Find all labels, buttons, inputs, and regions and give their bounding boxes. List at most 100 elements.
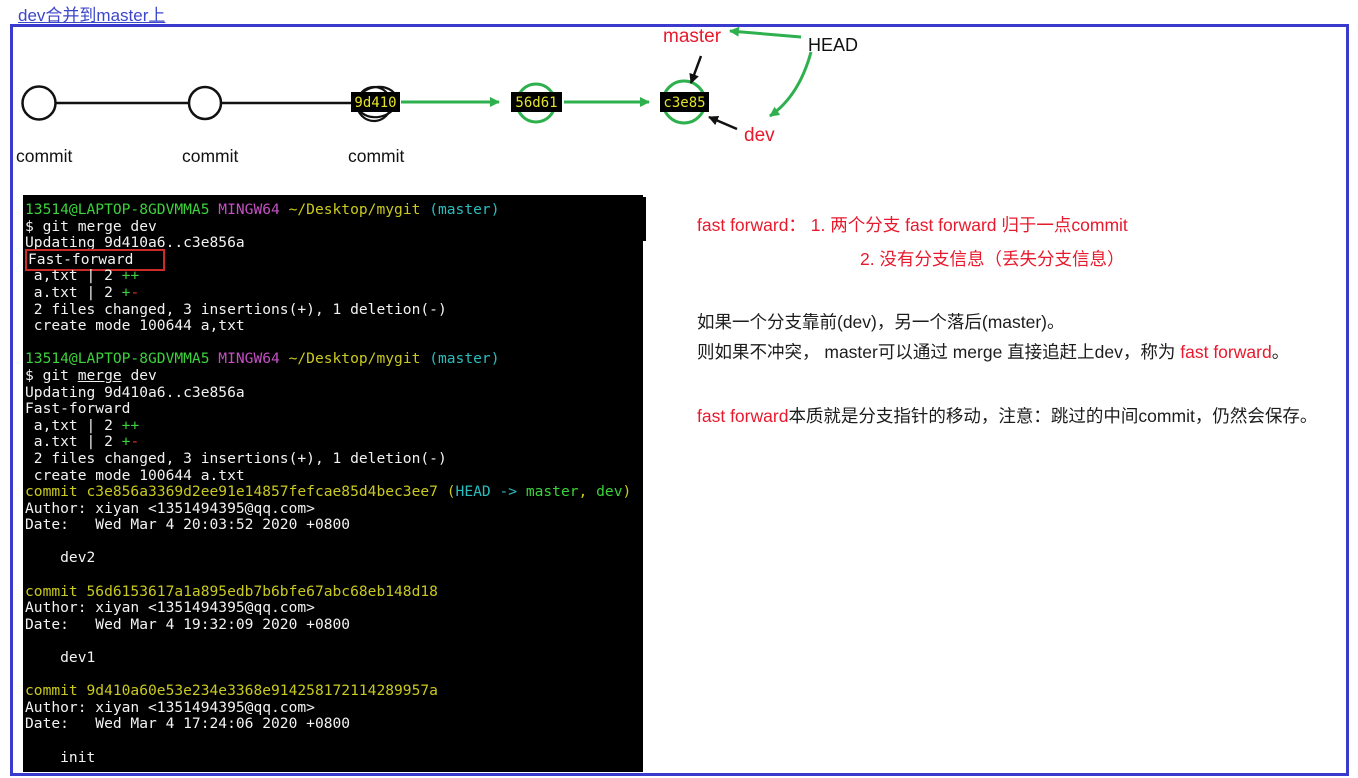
text-segment: Date: Wed Mar 4 19:32:09 2020 +0800 [25, 615, 351, 633]
terminal-line: Date: Wed Mar 4 20:03:52 2020 +0800 [25, 516, 643, 534]
commit-caption-3: commit [348, 146, 405, 166]
text-segment: Fast-forward [25, 400, 131, 418]
text-segment: dev1 [25, 649, 96, 667]
terminal-line: a,txt | 2 ++ [25, 268, 643, 285]
terminal-line: a,txt | 2 ++ [25, 416, 643, 435]
terminal-line: $ git merge dev [25, 217, 643, 236]
text-segment: fast forward： 1. 两个分支 fast forward 归于一点c… [697, 215, 1128, 235]
text-segment: - [130, 283, 140, 301]
commit-caption-1: commit [16, 146, 73, 166]
text-segment: Date: Wed Mar 4 17:24:06 2020 +0800 [25, 715, 351, 733]
text-segment: commit 9d410a60e53e234e3368e914258172114… [25, 682, 438, 700]
text-segment: create mode 100644 a,txt [25, 317, 245, 335]
text-segment: Updating 9d410a6..c3e856a [25, 234, 245, 252]
terminal-line: Fast-forward [25, 400, 643, 418]
text-segment: create mode 100644 a.txt [25, 466, 245, 484]
text-segment: 2 files changed, 3 insertions(+), 1 dele… [25, 449, 447, 467]
terminal-line: create mode 100644 a.txt [25, 466, 643, 485]
text-segment: $ git [25, 366, 78, 384]
text-segment: HEAD -> [455, 483, 526, 501]
commit-history-line [21, 85, 398, 123]
terminal-line [25, 733, 643, 750]
commit-node-2 [187, 85, 223, 121]
text-segment: (master) [429, 350, 500, 368]
branch-pointers: master HEAD dev [663, 26, 858, 146]
text-segment: $ git merge dev [25, 217, 157, 235]
commit-node-1 [21, 85, 57, 121]
screenshot-artifact-line [643, 197, 646, 241]
text-segment: , [578, 483, 597, 501]
text-segment: a.txt | 2 [25, 433, 122, 451]
terminal-line: Updating 9d410a6..c3e856a [25, 234, 643, 252]
text-segment: ~/Desktop/mygit [288, 201, 430, 218]
hash-label-2: 56d61 [515, 95, 557, 111]
text-segment: ) [622, 483, 632, 501]
note-branch-ahead: 如果一个分支靠前(dev)，另一个落后(master)。 [697, 309, 1065, 334]
terminal-line [25, 567, 643, 584]
terminal-line: commit c3e856a3369d2ee91e14857fefcae85d4… [25, 483, 643, 501]
text-segment: MINGW64 [218, 350, 289, 368]
note-merge-catchup: 则如果不冲突， master可以通过 merge 直接追赶上dev，称为 fas… [697, 339, 1289, 364]
dev-branch-label: dev [744, 125, 775, 146]
text-segment: 2. 没有分支信息（丢失分支信息） [860, 249, 1125, 269]
commit-caption-2: commit [182, 146, 239, 166]
text-segment: 2 files changed, 3 insertions(+), 1 dele… [25, 300, 447, 318]
text-segment: master [525, 483, 579, 501]
text-segment: Updating 9d410a6..c3e856a [25, 383, 245, 401]
head-to-master-arrow [729, 26, 802, 39]
text-segment: fast forward [697, 406, 789, 426]
text-segment: commit 56d6153617a1a895edb7b6bfe67abc68e… [25, 582, 438, 600]
terminal-line: Author: xiyan <1351494395@qq.com> [25, 599, 643, 617]
terminal-line: 2 files changed, 3 insertions(+), 1 dele… [25, 449, 643, 468]
hash-label-bg-1 [351, 92, 400, 112]
terminal-line: 13514@LAPTOP-8GDVMMA5 MINGW64 ~/Desktop/… [25, 201, 643, 219]
text-segment: Date: Wed Mar 4 20:03:52 2020 +0800 [25, 516, 351, 534]
terminal-line: 2 files changed, 3 insertions(+), 1 dele… [25, 300, 643, 319]
hash-label-bg-2 [511, 92, 562, 112]
text-segment: dev [596, 483, 623, 501]
hash-label-bg-3 [660, 92, 709, 112]
terminal-line: dev2 [25, 550, 643, 567]
text-segment: fast forward [1180, 342, 1272, 362]
terminal-line: Author: xiyan <1351494395@qq.com> [25, 699, 643, 717]
text-segment: + [121, 433, 131, 451]
hash-labels: 9d410 56d61 c3e85 [351, 92, 709, 112]
text-segment: (master) [429, 201, 500, 218]
text-segment: 如果一个分支靠前(dev)，另一个落后(master)。 [697, 312, 1065, 332]
text-segment: ++ [121, 416, 140, 434]
terminal-line [25, 335, 643, 352]
master-to-node-arrow [689, 55, 703, 84]
text-segment: Author: xiyan <1351494395@qq.com> [25, 499, 315, 517]
text-segment: dev2 [25, 549, 96, 567]
text-segment: a,txt | 2 [25, 267, 122, 285]
text-segment: ++ [121, 267, 140, 285]
commit-graph-diagram: 9d410 56d61 c3e85 master HEAD dev commit… [16, 26, 858, 166]
text-segment: a.txt | 2 [25, 283, 122, 301]
master-branch-label: master [663, 26, 722, 47]
note-fast-forward-point2: 2. 没有分支信息（丢失分支信息） [860, 246, 1124, 271]
terminal-line: a.txt | 2 +- [25, 283, 643, 302]
hash-label-3: c3e85 [663, 95, 705, 111]
terminal-line: commit 9d410a60e53e234e3368e914258172114… [25, 682, 643, 700]
text-segment: 13514@LAPTOP-8GDVMMA5 [25, 201, 219, 218]
text-segment: + [121, 283, 131, 301]
terminal-line: create mode 100644 a,txt [25, 317, 643, 335]
text-segment: 13514@LAPTOP-8GDVMMA5 [25, 350, 219, 368]
text-segment: dev [121, 366, 157, 384]
note-fast-forward-definition: fast forward： 1. 两个分支 fast forward 归于一点c… [697, 212, 1128, 237]
head-label: HEAD [808, 35, 858, 55]
page-title-link[interactable]: dev合并到master上 [18, 6, 166, 25]
text-segment: a,txt | 2 [25, 416, 122, 434]
terminal-line [25, 633, 643, 650]
terminal-line: $ git merge dev [25, 366, 643, 385]
text-segment: ~/Desktop/mygit [288, 350, 430, 368]
commit-captions: commit commit commit [16, 146, 405, 166]
text-segment: init [25, 748, 96, 766]
text-segment: 则如果不冲突， master可以通过 merge 直接追赶上dev，称为 [697, 342, 1181, 362]
text-segment: Fast-forward [25, 248, 166, 271]
text-segment: Author: xiyan <1351494395@qq.com> [25, 599, 315, 617]
terminal-line: dev1 [25, 649, 643, 667]
terminal-line: Author: xiyan <1351494395@qq.com> [25, 499, 643, 518]
text-segment: MINGW64 [218, 201, 289, 218]
